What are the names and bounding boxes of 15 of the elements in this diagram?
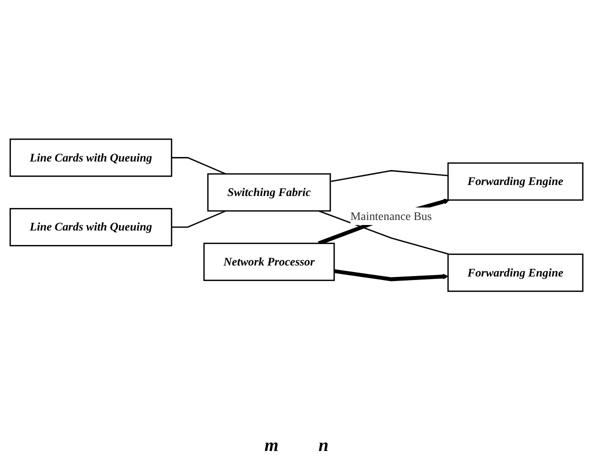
connector (172, 210, 226, 228)
connector (318, 210, 450, 256)
node-box: Forwarding Engine (447, 162, 584, 201)
connector (172, 157, 226, 175)
node-box: Line Cards with Queuing (10, 208, 172, 247)
count-label: n (318, 435, 329, 456)
arrow (334, 269, 448, 282)
count-label: m (264, 435, 278, 456)
node-box: Switching Fabric (207, 174, 331, 212)
connector (330, 170, 448, 182)
node-box: Network Processor (203, 243, 335, 282)
edge-label: Maintenance Bus (350, 210, 432, 223)
arrow (318, 198, 450, 246)
node-box: Line Cards with Queuing (10, 138, 172, 178)
node-box: Forwarding Engine (447, 254, 584, 292)
